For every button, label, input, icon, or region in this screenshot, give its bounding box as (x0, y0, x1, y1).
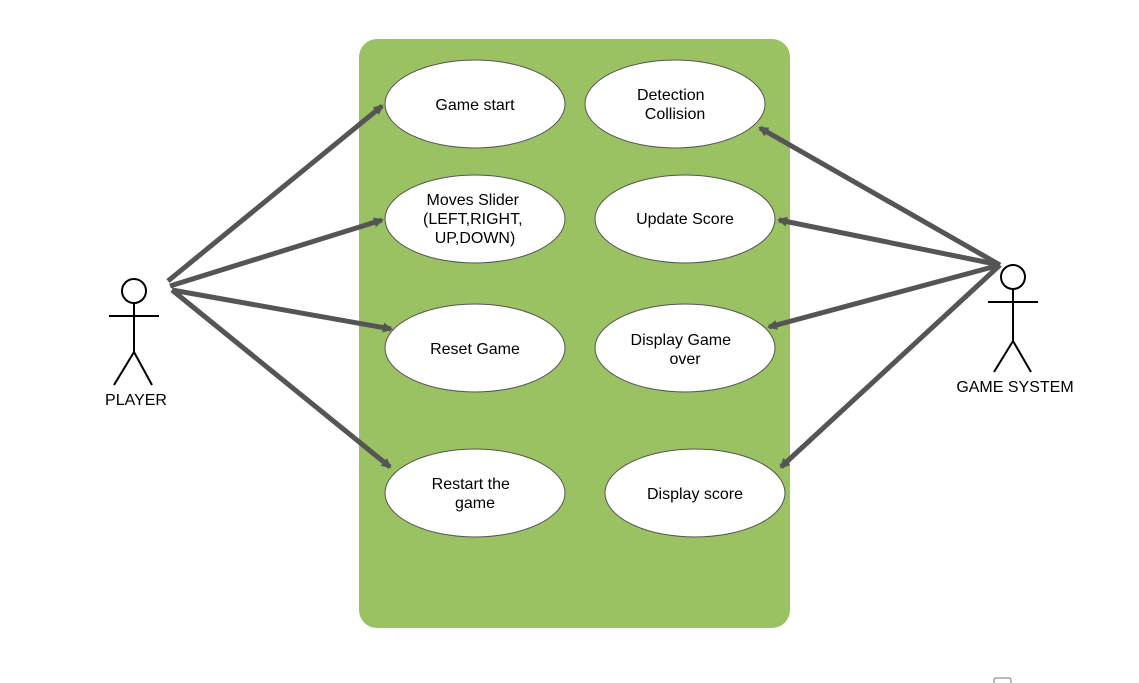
use-case-label-line: UP,DOWN) (435, 230, 516, 247)
actor-right-leg (1012, 340, 1032, 373)
use-case-ellipse (584, 59, 766, 149)
use-case-ellipse (384, 59, 566, 149)
use-case-label: Game start (435, 97, 515, 114)
association-player-game-start (166, 104, 384, 283)
use-case-ellipse (594, 174, 776, 264)
association-player-reset-game (171, 287, 393, 333)
use-case-label-line: Display score (647, 486, 743, 503)
actor-label-player: PLAYER (105, 392, 167, 409)
use-case-label-line: Restart the (432, 476, 510, 493)
actor-label-game-system: GAME SYSTEM (956, 379, 1073, 396)
use-case-ellipse (384, 303, 566, 393)
use-case-display-game-over: Display Game over (594, 303, 776, 393)
association-system-update-score (777, 216, 1001, 268)
association-system-detection-collision (758, 125, 1002, 268)
association-system-display-score (779, 263, 1002, 469)
use-case-label-line: Detection (637, 87, 705, 104)
use-case-reset-game: Reset Game (384, 303, 566, 393)
use-case-label: Restart the game (432, 476, 515, 512)
use-case-ellipse (384, 174, 566, 264)
use-case-label-line: (LEFT,RIGHT, (423, 211, 523, 228)
corner-handle-icon (993, 677, 1012, 683)
use-case-update-score: Update Score (594, 174, 776, 264)
use-case-label-line: Update Score (636, 211, 734, 228)
actor-head (121, 278, 147, 304)
actor-game-system (988, 264, 1038, 373)
actor-head (1000, 264, 1026, 290)
use-case-label: Reset Game (430, 341, 520, 358)
actor-player (109, 278, 159, 386)
use-case-label-line: over (669, 351, 701, 368)
use-case-label: Display score (647, 486, 743, 503)
use-case-label-line: game (455, 495, 495, 512)
use-case-label: Update Score (636, 211, 734, 228)
use-case-ellipse (594, 303, 776, 393)
actor-left-leg (993, 340, 1014, 373)
use-case-restart-game: Restart the game (384, 448, 566, 538)
use-case-label-line: Display Game (631, 332, 732, 349)
use-case-label: Moves Slider (LEFT,RIGHT, UP,DOWN) (423, 192, 527, 247)
use-case-game-start: Game start (384, 59, 566, 149)
associations (166, 104, 1002, 469)
use-case-label: Display Game over (631, 332, 736, 368)
actor-right-leg (133, 351, 153, 386)
association-player-moves-slider (169, 217, 384, 289)
use-case-ellipse (604, 448, 786, 538)
use-case-ellipse (384, 448, 566, 538)
actor-left-leg (113, 351, 135, 386)
use-case-moves-slider: Moves Slider (LEFT,RIGHT, UP,DOWN) (384, 174, 566, 264)
association-system-display-game-over (767, 262, 1001, 330)
use-case-label-line: Moves Slider (427, 192, 520, 209)
use-case-label-line: Reset Game (430, 341, 520, 358)
association-player-restart-game (170, 288, 392, 469)
use-case-label: Detection Collision (637, 87, 709, 123)
use-case-label-line: Game start (435, 97, 515, 114)
use-case-display-score: Display score (604, 448, 786, 538)
use-case-label-line: Collision (645, 106, 705, 123)
use-case-detection-collision: Detection Collision (584, 59, 766, 149)
